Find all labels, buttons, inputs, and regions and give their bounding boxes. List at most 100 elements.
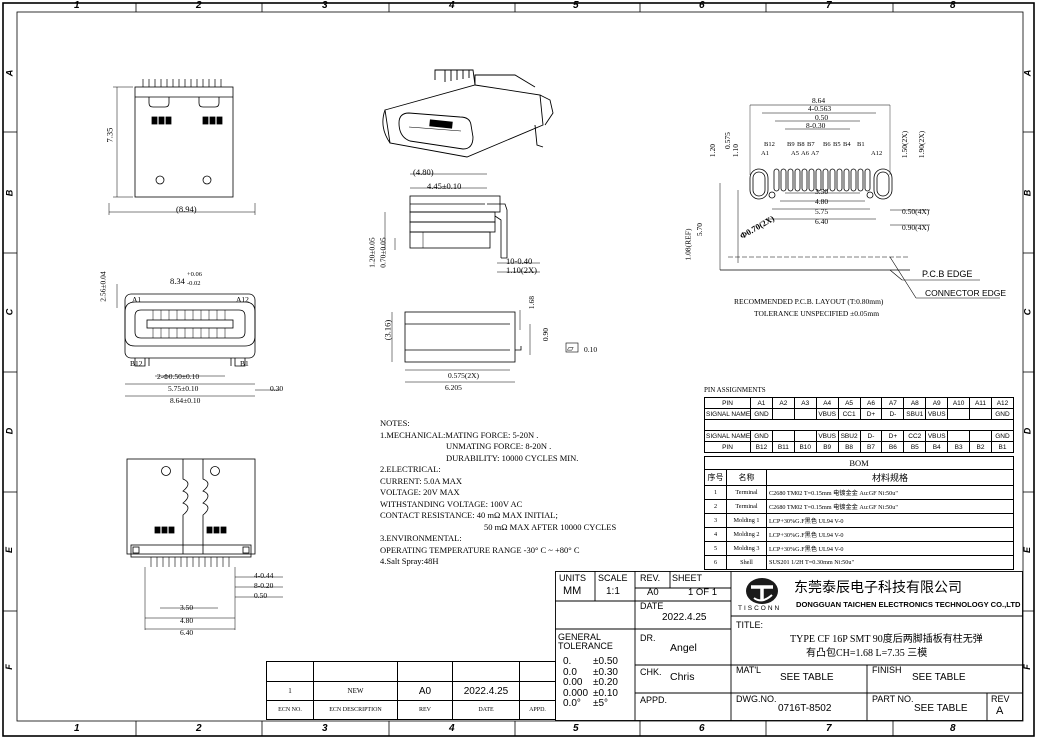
dim-front-834: 8.34: [170, 276, 185, 286]
dr-label: DR.: [640, 633, 656, 643]
dim-side-t1: 10-0.40: [506, 256, 533, 266]
pin-cell: GND: [990, 430, 1015, 442]
d-050-4x: 0.50(4X): [902, 207, 930, 216]
pin-cell: A11: [969, 397, 992, 409]
row-label: F: [3, 664, 14, 670]
d-150: 1.50(2X): [900, 130, 910, 159]
tol-row: 0.0°±5°: [563, 698, 609, 709]
pin-label: B7: [807, 141, 815, 148]
pin-label: A1: [761, 150, 769, 157]
row-label: E: [4, 546, 15, 554]
sheet-value: 1 OF 1: [688, 587, 718, 598]
note-line: 1.MECHANICAL:MATING FORCE: 5-20N .: [380, 429, 539, 440]
pin-cell: A7: [881, 397, 905, 409]
pin-cell: B5: [903, 441, 927, 453]
col-label: 7: [826, 0, 832, 11]
pin-cell: [771, 408, 795, 420]
col-label: 7: [826, 723, 832, 734]
dim-bottom-044: 4-0.44: [254, 571, 274, 580]
pin-cell: B7: [859, 441, 883, 453]
pin-label: A7: [811, 150, 819, 157]
row-label: F: [1021, 664, 1032, 670]
note-line: 4.Salt Spray:48H: [380, 556, 439, 566]
dim-side2-6205: 6.205: [445, 383, 462, 392]
connector-edge: CONNECTOR EDGE: [925, 288, 1007, 298]
dim-bottom-050: 0.50: [254, 591, 268, 600]
tol-row: 0.000±0.10: [563, 687, 618, 699]
pin-cell: B10: [793, 441, 817, 453]
d-640: 6.40: [815, 217, 829, 226]
dim-side2-316: (3.16): [382, 319, 393, 341]
pin-table-title: PIN ASSIGNMENTS: [704, 386, 766, 394]
dim-front-864: 8.64±0.10: [170, 396, 201, 405]
dim-side-top: (4.80): [413, 167, 434, 177]
bottom-view: [126, 458, 283, 630]
pin-cell: GND: [990, 408, 1015, 420]
pin-cell: SBU2: [837, 430, 861, 442]
pin-cell: B3: [947, 441, 971, 453]
pin-cell: A4: [815, 397, 839, 409]
pin-label: A5: [791, 150, 799, 157]
d-864: 8.64: [812, 96, 826, 105]
col-label: 8: [950, 0, 956, 11]
note-line: CONTACT RESISTANCE: 40 mΩ MAX INITIAL;: [380, 510, 558, 520]
d-575: 5.75: [815, 207, 829, 216]
pin-cell: A8: [903, 397, 927, 409]
pin-label: B9: [787, 141, 795, 148]
d-570: 5.70: [695, 222, 705, 237]
dim-height: 7.35: [104, 127, 115, 143]
flat-symbol: ▱: [567, 343, 574, 353]
d-108: 1.08(REF): [683, 228, 693, 261]
scale-value: 1:1: [606, 586, 620, 597]
part-value: SEE TABLE: [914, 703, 968, 714]
pin-label: B5: [833, 141, 841, 148]
date-label: DATE: [640, 601, 664, 611]
pin-cell: VBUS: [815, 408, 839, 420]
row-label: B: [4, 189, 15, 197]
iso-view: [382, 69, 554, 158]
pin-cell: D+: [881, 430, 905, 442]
note-line: CURRENT: 5.0A MAX: [380, 475, 462, 486]
layout-note-1: RECOMMENDED P.C.B. LAYOUT (T:0.80mm): [734, 297, 884, 306]
pin-cell: [793, 408, 817, 420]
pin-cell: PIN: [704, 441, 751, 453]
title-block-grid: [555, 571, 1023, 721]
bom-header: 名称: [726, 469, 767, 486]
dim-width: (8.94): [176, 204, 197, 214]
title-line-2: 有凸包CH=1.68 L=7.35 三模: [806, 648, 928, 659]
d-480: 4.80: [815, 197, 829, 206]
pin-cell: [947, 408, 971, 420]
pin-label: B12: [764, 141, 775, 148]
label-a1: A1: [132, 295, 142, 304]
col-label: 6: [699, 723, 705, 734]
pin-cell: A3: [793, 397, 817, 409]
pcb-layout: [719, 104, 1000, 299]
note-line: 50 mΩ MAX AFTER 10000 CYCLES: [484, 521, 617, 532]
layout-note-2: TOLERANCE UNSPECIFIED ±0.05mm: [754, 309, 880, 318]
chk-value: Chris: [670, 671, 695, 683]
col-label: 6: [699, 0, 705, 11]
tol-row: 0.00±0.20: [563, 677, 618, 688]
row-label: D: [1022, 427, 1033, 435]
pin-cell: [947, 430, 971, 442]
pin-cell: B1: [990, 441, 1015, 453]
col-label: 3: [322, 723, 328, 734]
dwg-label: DWG.NO.: [736, 694, 777, 704]
flat-value: 0.10: [584, 345, 598, 354]
d-4563: 4-0.563: [808, 104, 832, 113]
finish-label: FINISH: [872, 665, 902, 675]
row-label: A: [1022, 69, 1033, 77]
row-label: E: [1022, 546, 1033, 554]
notes: NOTES: 1.MECHANICAL:MATING FORCE: 5-20N …: [380, 418, 680, 568]
company-logo-icon: [746, 578, 778, 604]
